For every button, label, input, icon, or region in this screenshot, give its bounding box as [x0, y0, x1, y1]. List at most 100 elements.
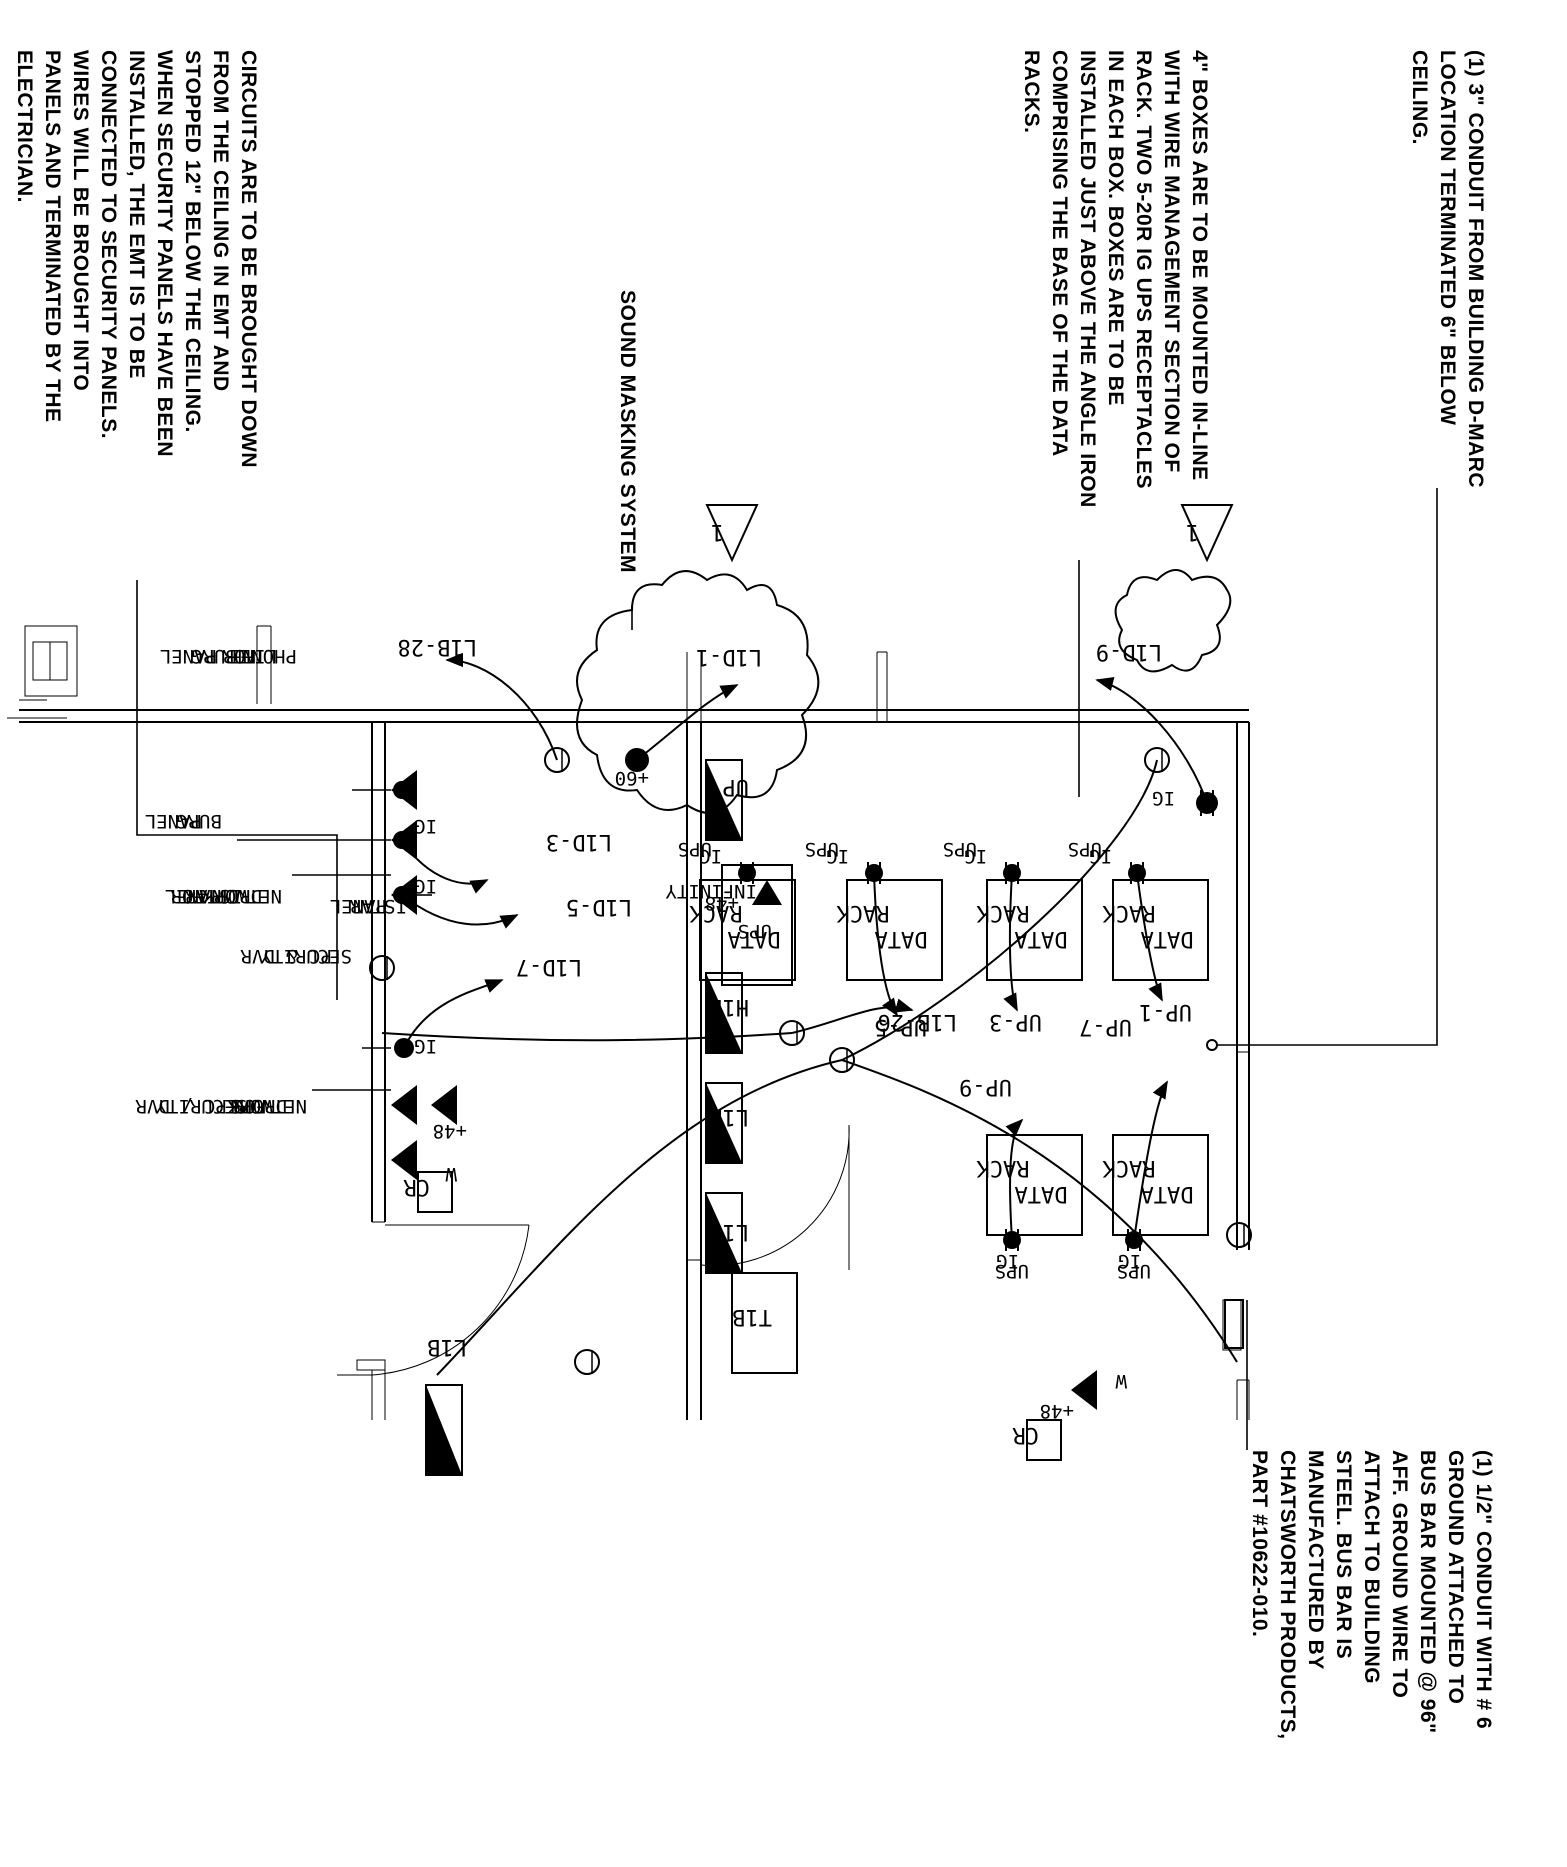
revision-tag-1: 1 — [1180, 504, 1234, 563]
svg-text:CR: CR — [1012, 1422, 1039, 1447]
svg-text:IG: IG — [699, 845, 722, 867]
svg-text:CONNECTED TO SECURITY PANELS.: CONNECTED TO SECURITY PANELS. — [97, 50, 120, 439]
svg-text:(1) 3" CONDUIT FROM BUILDING D: (1) 3" CONDUIT FROM BUILDING D-MARC — [1464, 50, 1487, 488]
walls — [7, 625, 1250, 1420]
svg-text:DROPS: DROPS — [230, 1095, 287, 1117]
svg-text:DATA: DATA — [875, 926, 928, 951]
dmarc-point — [1206, 1039, 1218, 1051]
svg-text:UPS: UPS — [1068, 838, 1102, 860]
svg-text:NETWORK: NETWORK — [201, 885, 282, 907]
svg-text:RACK: RACK — [1102, 900, 1156, 925]
homerun-l1d9 — [1095, 676, 1208, 804]
svg-text:IN EACH BOX. BOXES ARE TO BE: IN EACH BOX. BOXES ARE TO BE — [1104, 50, 1127, 406]
svg-text:ATTACH TO BUILDING: ATTACH TO BUILDING — [1360, 1450, 1383, 1684]
circuit-label-l1d5: L1D-5 — [566, 894, 632, 919]
svg-text:INSTALLED JUST ABOVE THE ANGLE: INSTALLED JUST ABOVE THE ANGLE IRON — [1076, 50, 1099, 508]
homerun-l1b28 — [445, 652, 558, 761]
data-rack-3: DATA RACK — [836, 879, 943, 981]
svg-text:LOCATION TERMINATED 6" BELOW: LOCATION TERMINATED 6" BELOW — [1436, 50, 1459, 426]
svg-text:PHONE: PHONE — [240, 645, 297, 667]
svg-text:COMPRISING THE BASE OF THE DAT: COMPRISING THE BASE OF THE DATA — [1048, 50, 1071, 457]
svg-text:UPS: UPS — [943, 838, 977, 860]
svg-text:SECURITY: SECURITY — [260, 945, 352, 967]
svg-text:SECURITY: SECURITY — [155, 1095, 247, 1117]
circuit-label-l1d1: L1D-1 — [696, 644, 762, 669]
svg-text:DATA: DATA — [728, 926, 781, 951]
circuit-label-l1b28: L1B-28 — [398, 634, 477, 659]
svg-text:MANUFACTURED BY: MANUFACTURED BY — [1304, 1450, 1327, 1670]
panel-h1b: H1B — [705, 972, 749, 1054]
panel-up: UP — [705, 759, 749, 841]
receptacle-ig-ups-2: IG UPS — [943, 838, 1021, 884]
svg-text:DATA: DATA — [1015, 926, 1068, 951]
note-ground-conduit: (1) 1/2" CONDUIT WITH # 6 GROUND ATTACHE… — [1248, 1450, 1495, 1740]
homerun-up9 — [1005, 1118, 1024, 1241]
revision-cloud-1 — [1114, 569, 1232, 673]
svg-text:INFINITY: INFINITY — [665, 880, 757, 902]
svg-text:IG: IG — [414, 815, 437, 837]
svg-text:FOR: FOR — [222, 645, 257, 667]
svg-text:+60: +60 — [615, 767, 649, 789]
svg-text:NETWORK: NETWORK — [226, 1095, 307, 1117]
panel-l1d: L1D — [705, 1082, 749, 1164]
svg-text:CIRCUITS ARE TO BE BROUGHT DOW: CIRCUITS ARE TO BE BROUGHT DOWN — [237, 50, 260, 468]
homerun-up5 — [873, 872, 898, 1017]
receptacle-ig-ups-1: IG UPS — [1068, 838, 1146, 884]
svg-text:IG: IG — [414, 875, 437, 897]
svg-text:STOPPED 12" BELOW THE CEILING.: STOPPED 12" BELOW THE CEILING. — [181, 50, 204, 433]
svg-text:T1B: T1B — [732, 1304, 772, 1329]
svg-text:CEILING.: CEILING. — [1408, 50, 1431, 145]
svg-text:FROM THE CEILING IN EMT AND: FROM THE CEILING IN EMT AND — [209, 50, 232, 392]
svg-text:IG: IG — [1152, 787, 1175, 809]
svg-text:UPS: UPS — [1117, 1260, 1151, 1282]
receptacle-ig-ups-4: IG UPS — [678, 838, 756, 884]
junction-box-5 — [574, 1349, 600, 1375]
svg-text:LINE: LINE — [231, 645, 277, 667]
svg-text:L1B: L1B — [427, 1334, 467, 1359]
svg-text:ISTAR: ISTAR — [184, 885, 242, 907]
junction-box-7 — [369, 955, 395, 981]
istar-outlet: IG — [391, 875, 437, 915]
svg-text:PART #10622-010.: PART #10622-010. — [1248, 1450, 1271, 1637]
svg-text:PANEL: PANEL — [165, 885, 222, 907]
card-reader-right: CR — [1012, 1419, 1062, 1461]
svg-text:RACK: RACK — [976, 1155, 1030, 1180]
svg-text:IG: IG — [826, 845, 849, 867]
svg-text:L1D: L1D — [709, 1104, 749, 1129]
svg-text:PANEL: PANEL — [330, 895, 387, 917]
svg-text:PC / DVR: PC / DVR — [135, 1095, 227, 1117]
svg-text:ISTAR: ISTAR — [349, 895, 407, 917]
svg-text:ELECTRICIAN.: ELECTRICIAN. — [13, 50, 36, 203]
circuit-label-up5: UP-5 — [874, 1014, 927, 1039]
svg-text:4" BOXES ARE TO BE MOUNTED IN-: 4" BOXES ARE TO BE MOUNTED IN-LINE — [1188, 50, 1211, 481]
note-receptacle-boxes: 4" BOXES ARE TO BE MOUNTED IN-LINE WITH … — [1020, 50, 1211, 508]
svg-text:BURG: BURG — [191, 645, 237, 667]
panel-l1b: L1B — [425, 1334, 467, 1476]
svg-text:+48: +48 — [705, 892, 739, 914]
circuit-label-up3: UP-3 — [989, 1009, 1042, 1034]
circuit-label-l1d9: L1D-9 — [1096, 639, 1162, 664]
receptacle-ig-ups-3: IG UPS — [805, 838, 883, 884]
junction-box-6 — [544, 747, 570, 773]
note-security-circuits: CIRCUITS ARE TO BE BROUGHT DOWN FROM THE… — [13, 50, 260, 468]
svg-text:RACK. TWO 5-20R IG UPS RECEPTA: RACK. TWO 5-20R IG UPS RECEPTACLES — [1132, 50, 1155, 489]
label-istar-panel: ISTAR PANEL — [330, 895, 407, 917]
revision-cloud-2 — [576, 570, 820, 814]
svg-text:1: 1 — [711, 519, 724, 544]
circuit-label-l1b26: L1B-26 — [878, 1009, 957, 1034]
sound-masking-label: SOUND MASKING SYSTEM — [616, 290, 639, 573]
svg-text:DROP FOR: DROP FOR — [170, 885, 262, 907]
security-outlet: IG — [394, 1035, 437, 1058]
svg-text:BUS BAR MOUNTED @ 96": BUS BAR MOUNTED @ 96" — [1416, 1450, 1439, 1734]
svg-text:IG: IG — [414, 1035, 437, 1057]
svg-text:H1B: H1B — [709, 994, 749, 1019]
leader-circuits — [136, 580, 338, 1000]
circuit-label-up1: UP-1 — [1139, 999, 1192, 1024]
svg-text:DATA: DATA — [1141, 1181, 1194, 1206]
receptacle-ig-room: IG — [1152, 787, 1218, 816]
svg-text:L1C: L1C — [709, 1219, 749, 1244]
homerun-l1d3 — [401, 839, 489, 894]
svg-text:UPS: UPS — [995, 1260, 1029, 1282]
svg-text:CR: CR — [403, 1174, 430, 1199]
